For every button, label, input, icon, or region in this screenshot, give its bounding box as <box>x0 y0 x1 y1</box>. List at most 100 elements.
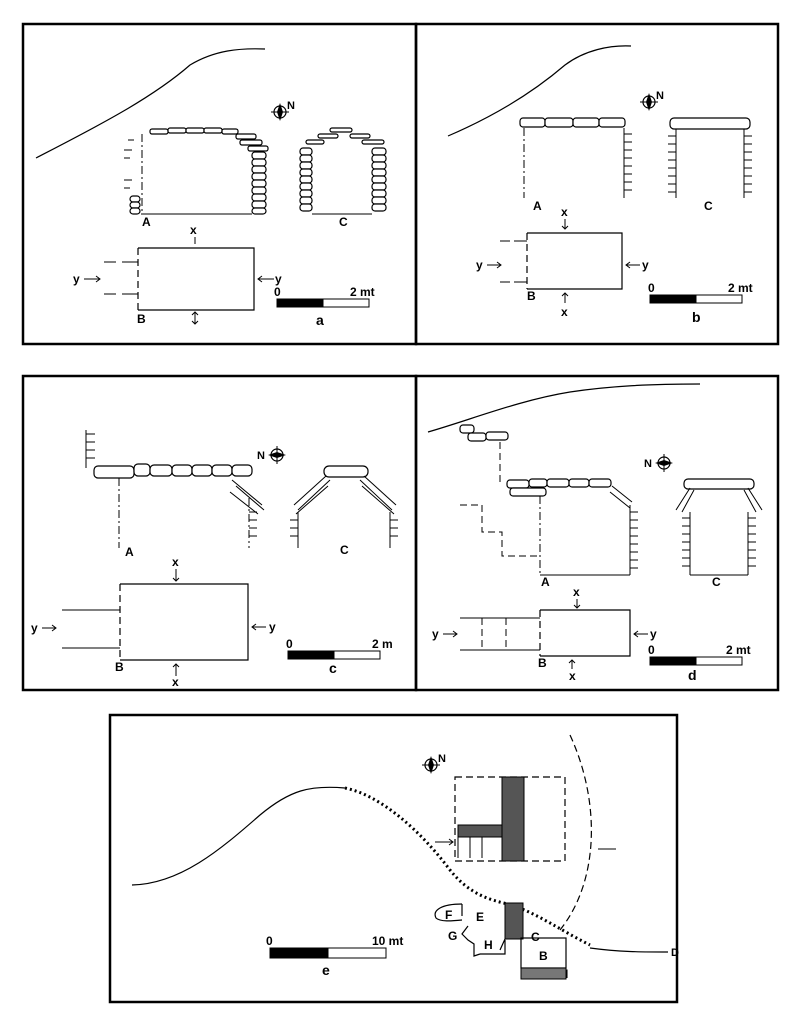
panel-c: N A C <box>21 374 418 692</box>
plan-b-y-left-label: y <box>476 258 483 272</box>
section-a-label: A <box>533 199 542 213</box>
plan-d-x-top-label: x <box>573 585 580 599</box>
panel-e: N F E G H C B I D <box>108 713 679 1004</box>
north-arrow-icon: N <box>257 446 286 464</box>
plan-d-y-right-label: y <box>650 627 657 641</box>
letter-h: H <box>484 938 493 952</box>
north-label: N <box>438 753 446 765</box>
plan-b-x-bottom-label: x <box>561 305 568 319</box>
panel-d-slope-profile <box>427 383 701 433</box>
plan-b-label: B <box>115 660 124 674</box>
scale-b-end: 2 mt <box>728 281 753 295</box>
panel-e-ground-line <box>589 947 669 953</box>
section-a-label: A <box>125 545 134 559</box>
letter-e: E <box>476 910 484 924</box>
section-c-drawing: C <box>290 465 398 557</box>
north-label: N <box>287 100 295 112</box>
scale-a-start: 0 <box>274 285 281 299</box>
panel-d-frame <box>414 374 780 692</box>
section-a-label: A <box>541 575 550 589</box>
panel-a-slope-profile <box>35 48 266 159</box>
panel-d: N A <box>414 374 780 692</box>
plan-a-y-left-label: y <box>73 272 80 286</box>
plan-b-drawing: x y y x B <box>476 205 649 319</box>
section-c-label: C <box>704 199 713 213</box>
plan-b-drawing: x y y x B <box>432 585 657 683</box>
scale-d-end: 2 mt <box>726 643 751 657</box>
panel-e-collapse-rubble <box>344 786 591 947</box>
plan-c-x-bottom-label: x <box>172 675 179 689</box>
section-c-label: C <box>339 215 348 229</box>
scale-bar-e: 0 10 mt <box>266 934 403 959</box>
plan-a-x-top-label: x <box>190 223 197 237</box>
section-a-drawing: A <box>459 424 638 589</box>
section-a-left-wall-stones <box>129 195 141 215</box>
north-arrow-icon: N <box>644 454 673 472</box>
plan-d-x-bottom-label: x <box>569 669 576 683</box>
letter-d: D <box>671 947 679 959</box>
section-a-right-wall-stones <box>251 151 267 215</box>
scale-bar-b: 0 2 mt <box>648 281 753 304</box>
letter-i: I <box>565 967 568 981</box>
panel-b: N A C x y <box>414 22 780 346</box>
panel-a: N <box>21 22 418 346</box>
letter-b: B <box>539 949 548 963</box>
panel-e-caption: e <box>322 962 330 978</box>
plan-c-y-right-label: y <box>269 620 276 634</box>
panel-a-caption: a <box>316 312 324 328</box>
north-label: N <box>656 90 664 102</box>
north-arrow-icon: N <box>271 100 295 121</box>
section-c-drawing: C <box>675 478 763 589</box>
section-c-drawing: C <box>668 117 752 213</box>
section-a-drawing: A <box>85 430 265 559</box>
north-arrow-icon: N <box>640 90 664 111</box>
plan-a-y-right-label: y <box>275 272 282 286</box>
panel-b-frame <box>414 22 780 346</box>
panel-c-frame <box>21 374 418 692</box>
panel-c-caption: c <box>329 660 337 676</box>
panel-e-frame <box>108 713 679 1004</box>
plan-inset <box>435 776 616 862</box>
section-c-right-wall-stones <box>371 147 387 212</box>
scale-d-start: 0 <box>648 643 655 657</box>
scale-bar-c: 0 2 m <box>286 637 393 660</box>
plan-b-drawing: x y y x B <box>31 555 276 689</box>
section-c-label: C <box>340 543 349 557</box>
plan-d-y-left-label: y <box>432 627 439 641</box>
letter-c: C <box>531 930 540 944</box>
panel-e-slope-profile <box>131 786 346 886</box>
scale-e-start: 0 <box>266 934 273 948</box>
scale-c-end: 2 m <box>372 637 393 651</box>
plan-b-label: B <box>538 656 547 670</box>
plan-b-y-right-label: y <box>642 258 649 272</box>
scale-b-start: 0 <box>648 281 655 295</box>
section-a-drawing: A <box>124 127 269 229</box>
plan-c-x-top-label: x <box>172 555 179 569</box>
site-structures <box>434 902 567 980</box>
section-a-drawing: A <box>519 117 632 213</box>
plan-b-x-top-label: x <box>561 205 568 219</box>
plan-c-y-left-label: y <box>31 621 38 635</box>
letter-f: F <box>445 908 452 922</box>
section-c-drawing: C <box>299 127 387 229</box>
scale-c-start: 0 <box>286 637 293 651</box>
panel-e-arc-line <box>559 734 592 931</box>
scale-e-end: 10 mt <box>372 934 403 948</box>
section-c-left-wall-stones <box>299 147 313 212</box>
letter-g: G <box>448 929 457 943</box>
north-arrow-icon: N <box>422 753 446 774</box>
panel-d-caption: d <box>688 667 697 683</box>
scale-bar-d: 0 2 mt <box>648 643 751 666</box>
plan-b-drawing: x y y B <box>73 223 282 326</box>
north-label: N <box>257 450 265 462</box>
scale-a-end: 2 mt <box>350 285 375 299</box>
north-label: N <box>644 458 652 470</box>
plan-b-label: B <box>137 312 146 326</box>
panel-b-slope-profile <box>447 45 632 137</box>
scale-bar-a: 0 2 mt <box>274 285 375 308</box>
plan-b-label: B <box>527 289 536 303</box>
panel-b-caption: b <box>692 309 701 325</box>
section-c-label: C <box>712 575 721 589</box>
section-a-label: A <box>142 215 151 229</box>
